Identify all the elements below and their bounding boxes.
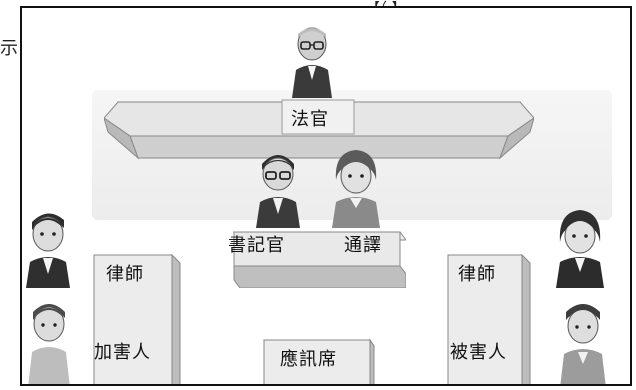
defendant-figure <box>28 304 70 384</box>
victim-label: 被害人 <box>450 342 507 363</box>
witness-stand-label: 應訊席 <box>280 349 337 370</box>
right-pillar <box>447 253 531 384</box>
victim-figure <box>560 304 606 384</box>
judge-label: 法官 <box>291 109 329 130</box>
lawyer-right-figure <box>556 210 604 288</box>
lawyer-right-label: 律師 <box>458 264 496 285</box>
judge-figure <box>292 27 332 98</box>
witness-stand <box>263 338 375 384</box>
clerk-figure <box>256 155 300 228</box>
defendant-label: 加害人 <box>94 342 151 363</box>
lawyer-left-figure <box>26 213 70 288</box>
lawyer-left-label: 律師 <box>106 264 144 285</box>
interpreter-figure <box>332 150 380 228</box>
interpreter-label: 通譯 <box>344 235 382 256</box>
courtroom-diagram: 法官 書記官 通譯 <box>20 6 632 386</box>
side-fragment: 示 <box>0 38 18 59</box>
judge-bench <box>104 99 534 160</box>
clerk-desk <box>233 231 406 288</box>
left-pillar <box>93 253 181 384</box>
clerk-label: 書記官 <box>228 235 285 256</box>
